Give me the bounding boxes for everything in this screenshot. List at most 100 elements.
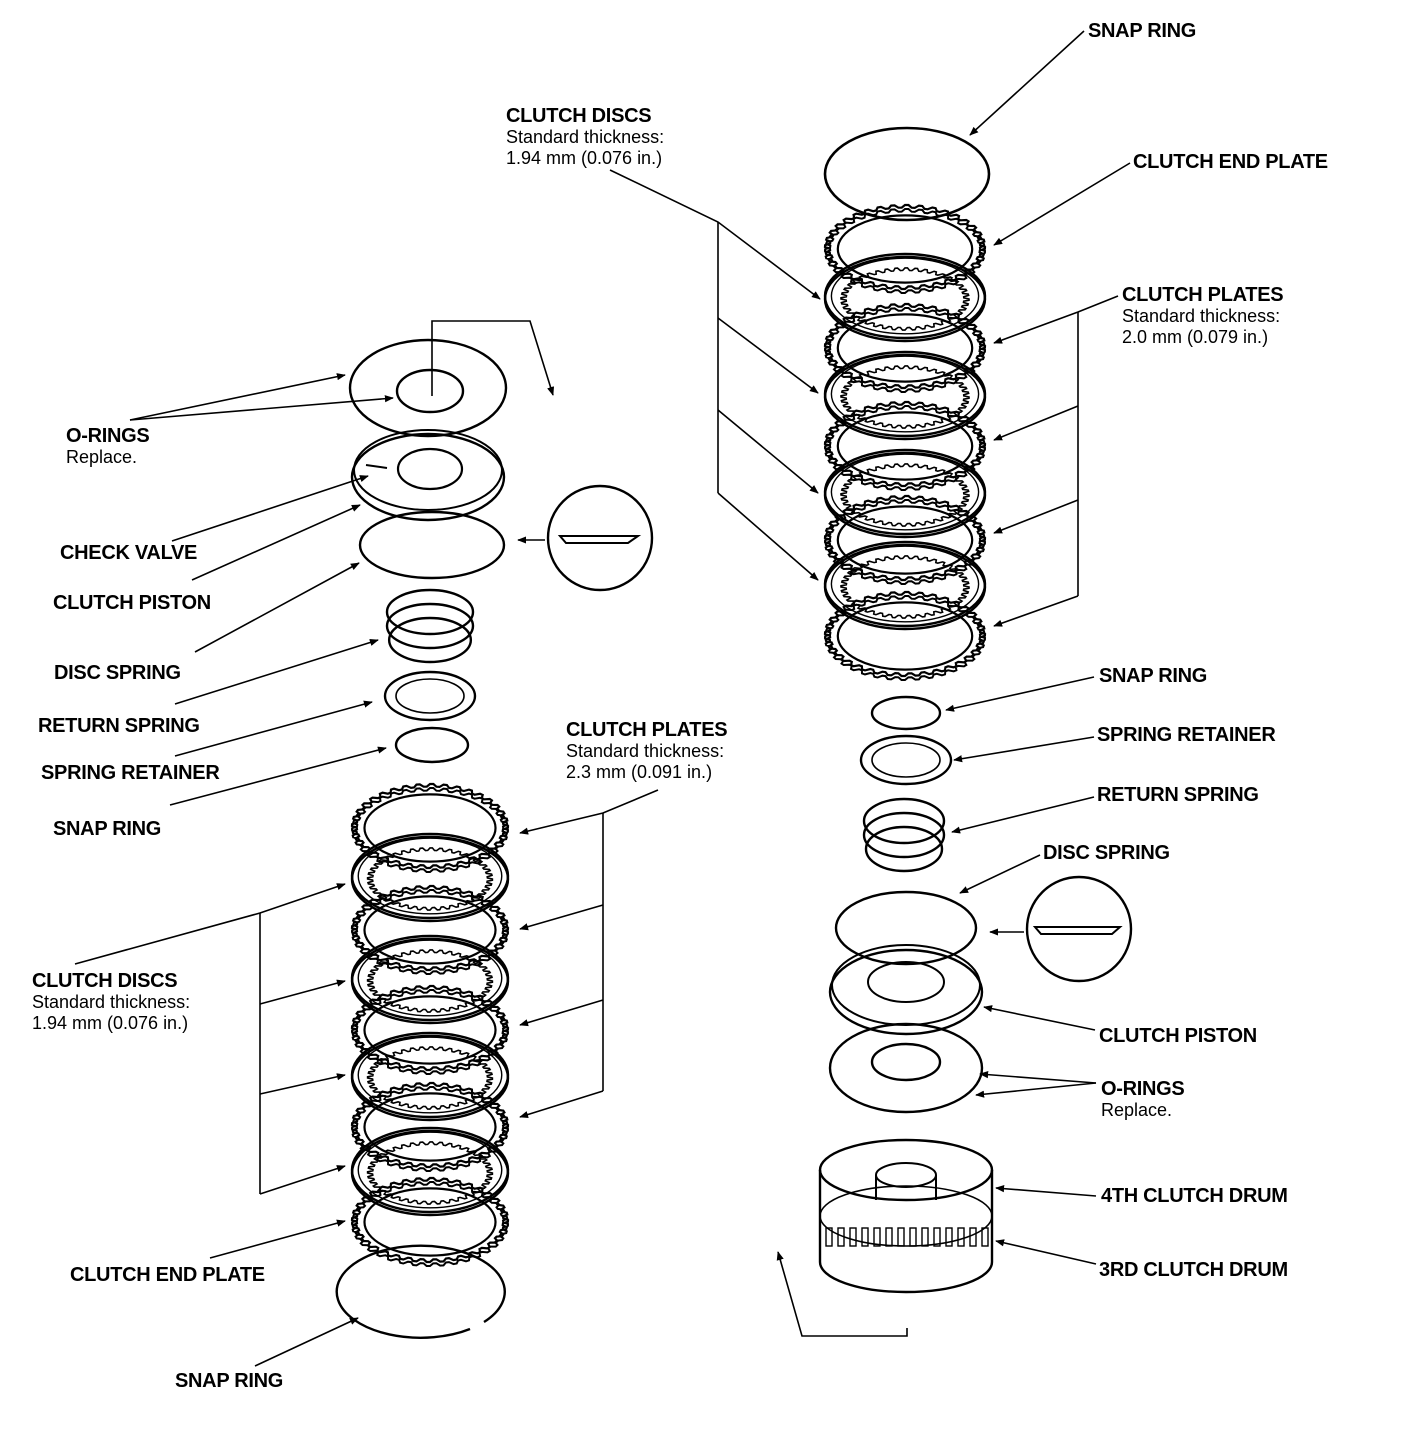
right-clutch-piston [828,944,984,1036]
left-clutch-plate-leader-3 [519,999,604,1027]
right-clutch-drum [818,1138,994,1294]
left-clutch-plate-1-teeth [350,782,510,870]
left-disc-spring-section-detail [546,484,654,592]
left-clutch-disc-leader-4 [259,1165,346,1195]
left-clutch-end-plate-leader [209,1219,346,1259]
left-clutch-disc-2 [350,934,510,1025]
left-o-ring-outer-leader [129,373,346,421]
left-piston-bore [396,447,464,491]
left-clutch-disc-1 [350,832,510,923]
right-clutch-plates-label: CLUTCH PLATES Standard thickness: 2.0 mm… [1122,284,1284,348]
right-drum-slot-9 [921,1227,929,1247]
left-clutch-disc-leader-3 [259,1073,346,1095]
left-clutch-disc-1-outer [350,832,510,920]
left-clutch-plate-2 [350,884,510,975]
left-check-valve-label: CHECK VALVE [60,542,198,564]
right-3rd-clutch-drum-label: 3RD CLUTCH DRUM [1099,1259,1288,1281]
left-clutch-disc-3-friction-band [357,1036,503,1114]
right-spring-retainer-outer [859,734,953,786]
right-assembly-direction-arrow [776,1251,908,1337]
right-drum-wall [818,1170,994,1294]
right-drum-slot-12 [957,1227,965,1247]
right-o-ring-outer [828,1022,984,1114]
left-clutch-end-plate-inner-edge [363,1187,497,1257]
right-clutch-end-plate-teeth [823,203,987,291]
right-drum-slot-1 [825,1227,833,1247]
left-o-ring-inner [395,368,465,414]
left-snap-ring-lower-leader [254,1317,359,1367]
right-clutch-disc-3 [823,448,987,539]
right-drum-slot-11 [945,1227,953,1247]
left-disc-spring-label: DISC SPRING [54,662,181,684]
right-snap-ring-mid-leader [945,676,1095,712]
right-clutch-discs-label: CLUTCH DISCS Standard thickness: 1.94 mm… [506,105,665,169]
right-drum-slot-7 [897,1227,905,1247]
left-o-ring-inner-leader [129,395,394,421]
left-return-spring-leader [174,639,379,705]
left-snap-ring-lower [335,1244,506,1339]
left-spring-retainer-label: SPRING RETAINER [41,762,220,784]
right-clutch-plate-1 [823,302,987,393]
left-clutch-end-plate [350,1176,510,1267]
left-snap-ring-upper-leader [169,746,387,806]
left-check-valve-mark [365,464,388,469]
right-clutch-disc-1-inner-splines [840,267,970,331]
right-clutch-plate-2-teeth-shadow [823,405,987,491]
right-clutch-disc-1 [823,252,987,343]
right-clutch-end-plate-label: CLUTCH END PLATE [1133,151,1328,173]
right-o-rings-label: O-RINGS Replace. [1101,1078,1185,1121]
right-drum-slot-8 [909,1227,917,1247]
left-clutch-plate-4-teeth-shadow [350,1086,510,1172]
left-clutch-end-plate-teeth-shadow [350,1181,510,1267]
left-piston-top [353,429,503,511]
left-disc-spring [358,510,506,580]
right-clutch-plate-4-teeth [823,590,987,678]
right-drum-top [818,1138,994,1202]
left-return-spring-coil-top [385,588,475,636]
left-clutch-plate-4-teeth [350,1081,510,1169]
left-spring-retainer-inner [395,678,465,714]
right-snap-ring-top-leader [969,30,1085,136]
left-clutch-plate-4 [350,1081,510,1172]
right-return-spring-coil-mid [862,811,946,859]
right-clutch-disc-2 [823,350,987,441]
right-clutch-plate-1-teeth-shadow [823,307,987,393]
left-piston-rim [350,432,506,522]
right-o-ring-outer-leader [979,1071,1097,1084]
left-clutch-disc-1-friction-band [357,837,503,915]
leader-lines [74,30,1131,1367]
right-4th-clutch-drum-label: 4TH CLUTCH DRUM [1101,1185,1288,1207]
left-clutch-disc-4-friction-band [357,1131,503,1209]
right-clutch-end-plate-teeth-shadow [823,208,987,294]
right-clutch-plate-1-inner-edge [836,313,974,383]
left-snap-ring-lower-label: SNAP RING [175,1370,284,1392]
left-return-spring [385,588,475,664]
left-snap-ring-upper [394,726,470,764]
right-snap-ring-top [823,126,991,222]
left-clutch-plate-4-inner-edge [363,1092,497,1162]
left-return-spring-coil-mid [385,602,475,650]
right-drum-slot-14 [981,1227,989,1247]
right-clutch-plate-3-inner-edge [836,505,974,575]
left-clutch-plate-1-inner-edge [363,793,497,863]
right-clutch-plate-leader-2 [993,405,1079,441]
right-clutch-disc-4-inner-splines [840,555,970,619]
right-drum-slot-2 [837,1227,845,1247]
right-spring-retainer-inner [871,742,941,778]
left-clutch-plate-2-teeth-shadow [350,889,510,975]
left-clutch-discs-label: CLUTCH DISCS Standard thickness: 1.94 mm… [32,970,191,1034]
left-clutch-plate-3 [350,984,510,1075]
right-clutch-disc-1-outer [823,252,987,340]
right-clutch-plate-4 [823,590,987,681]
left-assembly-direction-arrow [431,320,555,396]
left-return-spring-coil-bottom [387,616,473,664]
left-clutch-plate-3-teeth [350,984,510,1072]
right-clutch-end-plate-inner-edge [836,214,974,284]
left-clutch-plate-1 [350,782,510,873]
right-drum-slot-10 [933,1227,941,1247]
right-clutch-plate-4-teeth-shadow [823,595,987,681]
left-clutch-disc-3-outer [350,1031,510,1119]
left-clutch-plate-leader-4 [519,1090,604,1119]
right-clutch-plate-3-teeth [823,494,987,582]
right-clutch-end-plate [823,203,987,294]
